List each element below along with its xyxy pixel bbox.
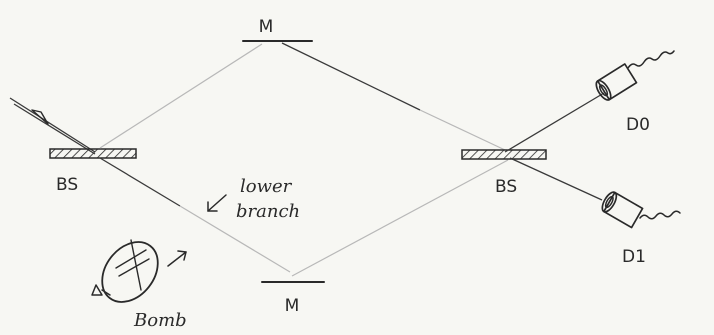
lower-branch-label-line1: lower [240,176,293,197]
detector-icon [595,63,638,101]
bomb-label: Bomb [133,310,187,331]
detector-0-label: D0 [626,115,650,135]
bomb: Bomb [91,239,187,331]
lower-branch-annotation: lower branch [207,176,300,222]
lower-path-in [99,157,181,207]
output-beam-d1 [509,157,603,201]
mirror-bottom-label: M [285,296,300,316]
bomb-icon [91,239,187,303]
upper-path-out [281,42,421,111]
detector-0: D0 [595,50,675,135]
detector-1-label: D1 [622,247,646,267]
beam-splitter-right-label: BS [495,177,517,197]
beam-splitter-left-label: BS [56,175,78,195]
beam-splitter-right [461,149,547,160]
pointer-arrow-icon [207,194,227,212]
detector-1: D1 [601,191,681,267]
output-beam-d0 [504,92,605,153]
lower-path-out [291,159,509,277]
arrow-icon [31,109,49,125]
lower-branch-label-line2: branch [236,201,300,222]
mirror-top-label: M [259,17,274,37]
detector-icon [601,191,644,229]
input-beam [9,97,96,155]
upper-path-in [99,43,263,149]
beam-splitter-left [49,148,137,159]
